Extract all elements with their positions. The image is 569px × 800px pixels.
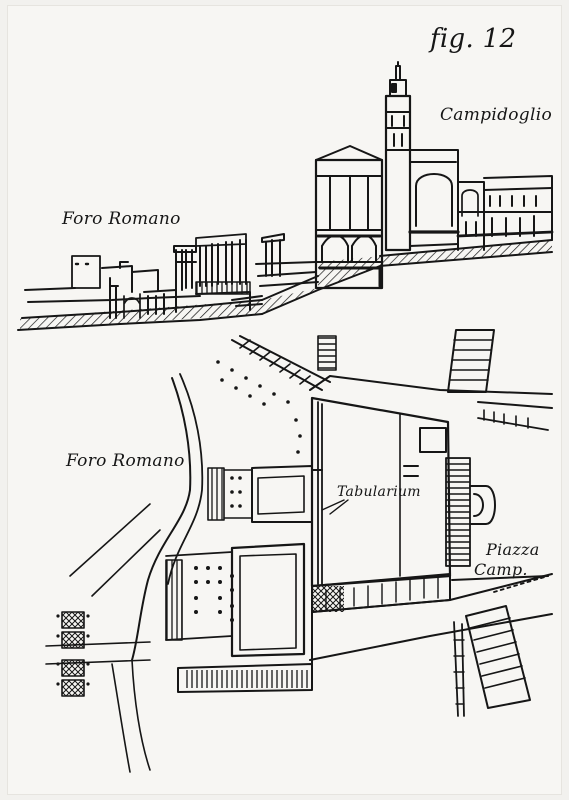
label-camp: Camp. [474, 560, 528, 579]
figure-number: fig. 12 [430, 24, 517, 54]
label-foro-romano-elevation: Foro Romano [62, 209, 181, 229]
label-campidoglio: Campidoglio [440, 105, 552, 125]
label-foro-romano-plan: Foro Romano [66, 451, 185, 471]
label-tabularium: Tabularium [337, 484, 421, 500]
ground-hatch-left [20, 300, 262, 330]
stair-diagonal [232, 336, 330, 390]
column-group [62, 612, 84, 696]
site-plan [46, 330, 552, 772]
label-piazza: Piazza [486, 540, 540, 559]
palazzo-senatorio [316, 160, 382, 288]
bell-tower [386, 96, 410, 250]
colonnade-dots [216, 360, 302, 454]
ground-line-left [18, 314, 262, 330]
section-elevation [18, 62, 552, 330]
ground-hatch-right [262, 240, 552, 314]
